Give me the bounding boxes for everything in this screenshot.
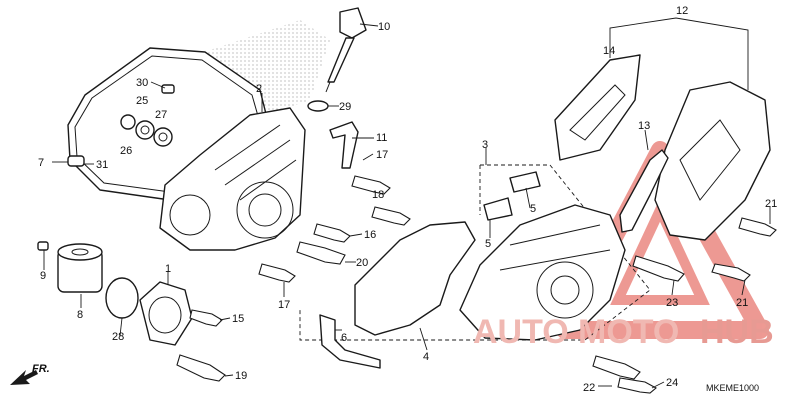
callout-label: 23: [666, 297, 678, 309]
callout-label: 21: [736, 297, 748, 309]
callout-label: 21: [765, 198, 777, 210]
cover-part-14: [554, 54, 641, 161]
callout-label: 6: [341, 332, 347, 344]
leader-lines: [43, 17, 771, 389]
callout-label: 24: [666, 377, 678, 389]
outer-cover: [654, 81, 771, 241]
callout-label: 29: [339, 101, 351, 113]
watermark-text-part1: AUTO: [473, 313, 569, 351]
front-arrow: [10, 370, 38, 385]
watermark-text-part3: HUB: [700, 313, 774, 351]
callout-label: 26: [120, 145, 132, 157]
crankcase-cover-assembly: [459, 204, 626, 341]
callout-label: 5: [485, 238, 491, 250]
watermark-text-part2: MOTO: [578, 313, 679, 351]
callout-label: 19: [235, 370, 247, 382]
callout-label: 12: [676, 5, 688, 17]
callout-label: 9: [40, 270, 46, 282]
oil-filler-cap: [325, 7, 367, 93]
callout-label: 20: [356, 257, 368, 269]
callout-label: 17: [278, 299, 290, 311]
insulator-sheet: [354, 221, 476, 336]
diagram-code: MKEME1000: [706, 383, 759, 393]
callout-label: 14: [603, 45, 615, 57]
callout-label: 22: [583, 382, 595, 394]
callout-label: 1: [165, 263, 171, 275]
callout-label: 11: [376, 132, 387, 144]
callout-label: 8: [77, 309, 83, 321]
callout-label: 25: [136, 95, 148, 107]
callout-label: 10: [378, 21, 390, 33]
callout-label: 3: [482, 139, 488, 151]
bolts: [176, 175, 777, 394]
callout-label: 13: [638, 120, 650, 132]
callout-label: 17: [376, 149, 388, 161]
callout-label: 4: [423, 351, 429, 363]
callout-label: 27: [155, 109, 167, 121]
dowel-pin: [67, 155, 85, 167]
oil-filter-cover: [139, 281, 193, 346]
callout-label: 5: [530, 203, 536, 215]
callout-label: 30: [136, 77, 148, 89]
callout-label: 16: [364, 229, 376, 241]
callout-label: 18: [372, 189, 384, 201]
front-label: FR.: [32, 363, 50, 375]
callout-label: 2: [256, 83, 262, 95]
callout-label: 28: [112, 331, 124, 343]
callout-label: 15: [232, 313, 244, 325]
oil-filter: [57, 243, 103, 293]
callout-label: 7: [38, 157, 44, 169]
callout-label: 31: [96, 159, 108, 171]
left-crankcase-cover: [159, 107, 306, 251]
